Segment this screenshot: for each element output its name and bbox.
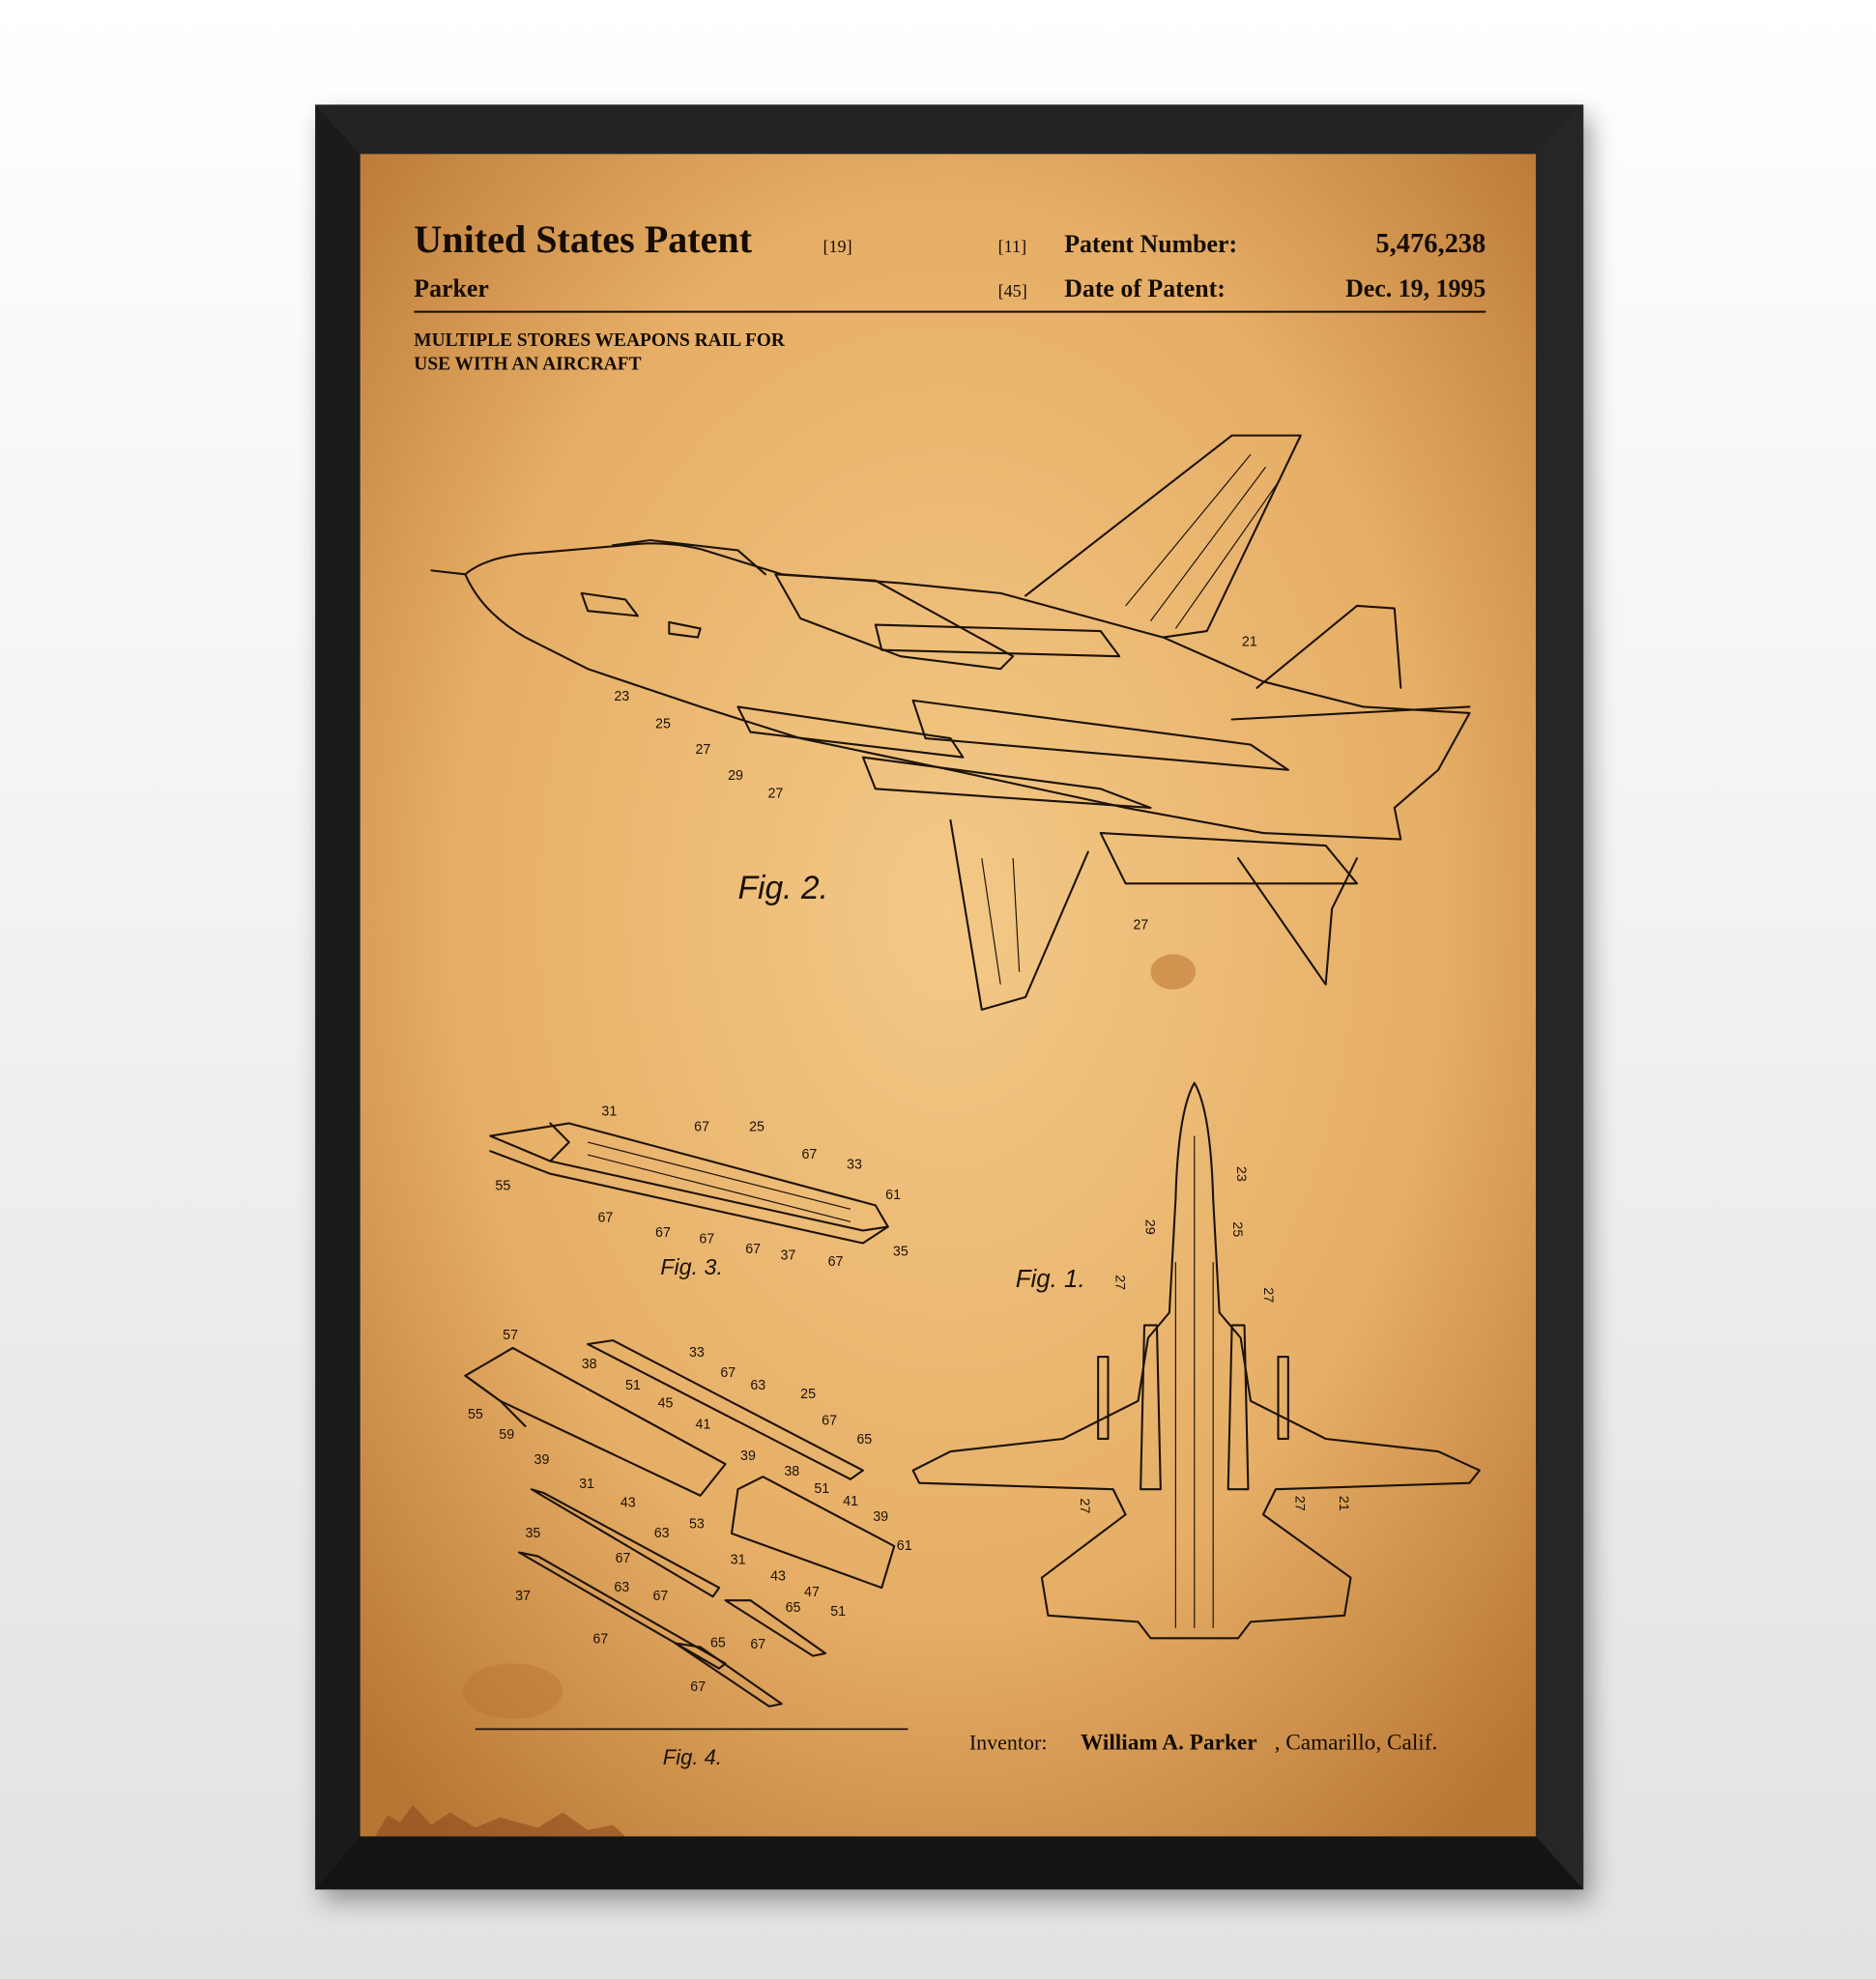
- ref-number: 33: [689, 1345, 705, 1361]
- ref-number: 65: [856, 1432, 872, 1448]
- ref-number: 27: [1111, 1275, 1127, 1290]
- ref-number: 67: [801, 1147, 817, 1162]
- ref-number: 31: [601, 1104, 617, 1120]
- ref-number: 37: [515, 1589, 531, 1604]
- ref-number: 33: [847, 1157, 862, 1172]
- patent-title: United States Patent: [414, 217, 752, 261]
- ref-number: 41: [843, 1494, 858, 1509]
- ref-number: 61: [897, 1538, 912, 1554]
- frame-right-bevel: [1536, 104, 1583, 1889]
- ref-number: 35: [525, 1526, 540, 1541]
- invention-title-line2: USE WITH AN AIRCRAFT: [414, 355, 641, 375]
- ref-number: 65: [786, 1600, 801, 1616]
- stain: [1150, 954, 1196, 990]
- patent-number-label: Patent Number:: [1064, 230, 1237, 258]
- ref-number: 27: [1292, 1496, 1308, 1511]
- frame-bottom-bevel: [315, 1836, 1583, 1889]
- ref-number: 67: [655, 1225, 671, 1241]
- ref-number: 55: [468, 1407, 483, 1422]
- number-code: [11]: [998, 237, 1027, 256]
- date-code: [45]: [998, 281, 1027, 301]
- ref-number: 23: [1233, 1166, 1249, 1182]
- ref-number: 63: [654, 1526, 670, 1541]
- ref-number: 67: [652, 1589, 668, 1604]
- ref-number: 67: [822, 1414, 837, 1429]
- ref-number: 57: [503, 1328, 518, 1343]
- ref-number: 41: [695, 1417, 710, 1432]
- ref-number: 39: [534, 1452, 550, 1468]
- ref-number: 67: [690, 1679, 706, 1695]
- date-of-patent-label: Date of Patent:: [1064, 274, 1226, 302]
- ref-number: 51: [814, 1481, 829, 1497]
- invention-title-line1: MULTIPLE STORES WEAPONS RAIL FOR: [414, 330, 786, 351]
- ref-number: 39: [873, 1509, 888, 1525]
- ref-number: 27: [1260, 1287, 1276, 1303]
- ref-number: 35: [893, 1245, 909, 1260]
- ref-number: 25: [1229, 1221, 1245, 1237]
- ref-number: 25: [800, 1387, 816, 1402]
- patent-paper: [361, 154, 1536, 1836]
- ref-number: 39: [740, 1448, 756, 1464]
- ref-number: 51: [830, 1604, 846, 1620]
- inventor-surname: Parker: [414, 274, 489, 302]
- ref-number: 31: [579, 1477, 594, 1492]
- ref-number: 67: [616, 1551, 631, 1566]
- ref-number: 27: [1077, 1498, 1092, 1513]
- ref-number: 47: [804, 1585, 820, 1600]
- ref-number: 29: [728, 768, 743, 784]
- inventor-location: , Camarillo, Calif.: [1275, 1730, 1438, 1755]
- ref-number: 38: [784, 1464, 799, 1479]
- figure-2-label: Fig. 2.: [737, 870, 827, 906]
- ref-number: 59: [499, 1427, 514, 1443]
- figure-1-label: Fig. 1.: [1016, 1264, 1085, 1293]
- ref-number: 65: [710, 1635, 726, 1650]
- ref-number: 27: [1133, 917, 1148, 932]
- ref-number: 67: [598, 1210, 614, 1225]
- ref-number: 37: [780, 1248, 795, 1263]
- ref-number: 27: [768, 786, 784, 801]
- ref-number: 27: [695, 742, 710, 758]
- ref-number: 25: [655, 717, 671, 732]
- ref-number: 67: [745, 1242, 761, 1257]
- ref-number: 45: [658, 1395, 674, 1411]
- ref-number: 67: [750, 1637, 765, 1652]
- ref-number: 29: [1141, 1219, 1157, 1235]
- ref-number: 21: [1336, 1496, 1351, 1511]
- ref-number: 67: [699, 1231, 714, 1247]
- ref-number: 43: [770, 1568, 786, 1584]
- ref-number: 38: [582, 1357, 597, 1372]
- figure-3-label: Fig. 3.: [660, 1254, 723, 1279]
- ref-number: 63: [614, 1580, 629, 1595]
- ref-number: 55: [495, 1179, 510, 1194]
- date-of-patent-value: Dec. 19, 1995: [1345, 274, 1486, 302]
- ref-number: 21: [1242, 635, 1257, 650]
- ref-number: 25: [749, 1119, 765, 1134]
- ref-number: 53: [689, 1517, 705, 1533]
- ref-number: 23: [614, 689, 629, 704]
- inventor-label: Inventor:: [969, 1730, 1048, 1754]
- ref-number: 31: [731, 1552, 746, 1567]
- patent-number-value: 5,476,238: [1375, 229, 1486, 259]
- ref-number: 61: [885, 1188, 901, 1203]
- ref-number: 51: [625, 1378, 641, 1393]
- figure-4-label: Fig. 4.: [663, 1745, 722, 1769]
- frame-top-bevel: [315, 104, 1583, 154]
- ref-number: 67: [720, 1365, 736, 1381]
- ref-number: 43: [621, 1495, 636, 1510]
- ref-number: 63: [750, 1378, 765, 1393]
- stain: [463, 1663, 563, 1718]
- ref-number: 67: [828, 1254, 844, 1270]
- title-code: [19]: [823, 237, 851, 256]
- ref-number: 67: [694, 1119, 709, 1134]
- inventor-line: Inventor: William A. Parker , Camarillo,…: [969, 1730, 1438, 1755]
- ref-number: 67: [592, 1632, 608, 1648]
- inventor-name: William A. Parker: [1081, 1730, 1257, 1755]
